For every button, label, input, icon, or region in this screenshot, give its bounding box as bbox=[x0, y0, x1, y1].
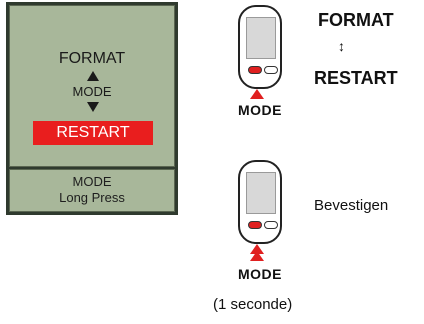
lcd-footer: MODE Long Press bbox=[9, 169, 175, 212]
press-arrow-icon bbox=[250, 244, 264, 254]
device-icon-step2 bbox=[238, 160, 282, 244]
lcd-restart-highlight: RESTART bbox=[33, 121, 153, 145]
step1-mode-label: MODE bbox=[238, 102, 282, 118]
step1-restart-label: RESTART bbox=[314, 68, 398, 88]
step1-format-label: FORMAT bbox=[318, 10, 394, 30]
lcd-footer-mode: MODE bbox=[72, 174, 112, 189]
press-arrow-icon bbox=[250, 89, 264, 99]
down-arrow-icon bbox=[87, 102, 99, 112]
up-arrow-icon bbox=[87, 71, 99, 81]
step2-mode-label: MODE bbox=[238, 266, 282, 282]
toggle-arrows-icon: ↕ bbox=[338, 38, 345, 54]
long-press-arrow-icon bbox=[250, 251, 264, 261]
lcd-footer-long-press: Long Press bbox=[59, 190, 125, 205]
lcd-format-text: FORMAT bbox=[58, 50, 126, 67]
device-display bbox=[246, 172, 276, 214]
duration-label: (1 seconde) bbox=[213, 296, 293, 313]
mode-button-icon bbox=[248, 66, 262, 74]
lcd-mode-text: MODE bbox=[72, 84, 112, 99]
confirm-label: Bevestigen bbox=[314, 197, 389, 214]
device-display bbox=[246, 17, 276, 59]
lcd-screen-panel: FORMAT MODE RESTART MODE Long Press bbox=[6, 2, 178, 215]
device-icon-step1 bbox=[238, 5, 282, 89]
mode-button-icon bbox=[248, 221, 262, 229]
secondary-button-icon bbox=[264, 66, 278, 74]
lcd-screen-display: FORMAT MODE RESTART bbox=[9, 5, 175, 167]
secondary-button-icon bbox=[264, 221, 278, 229]
